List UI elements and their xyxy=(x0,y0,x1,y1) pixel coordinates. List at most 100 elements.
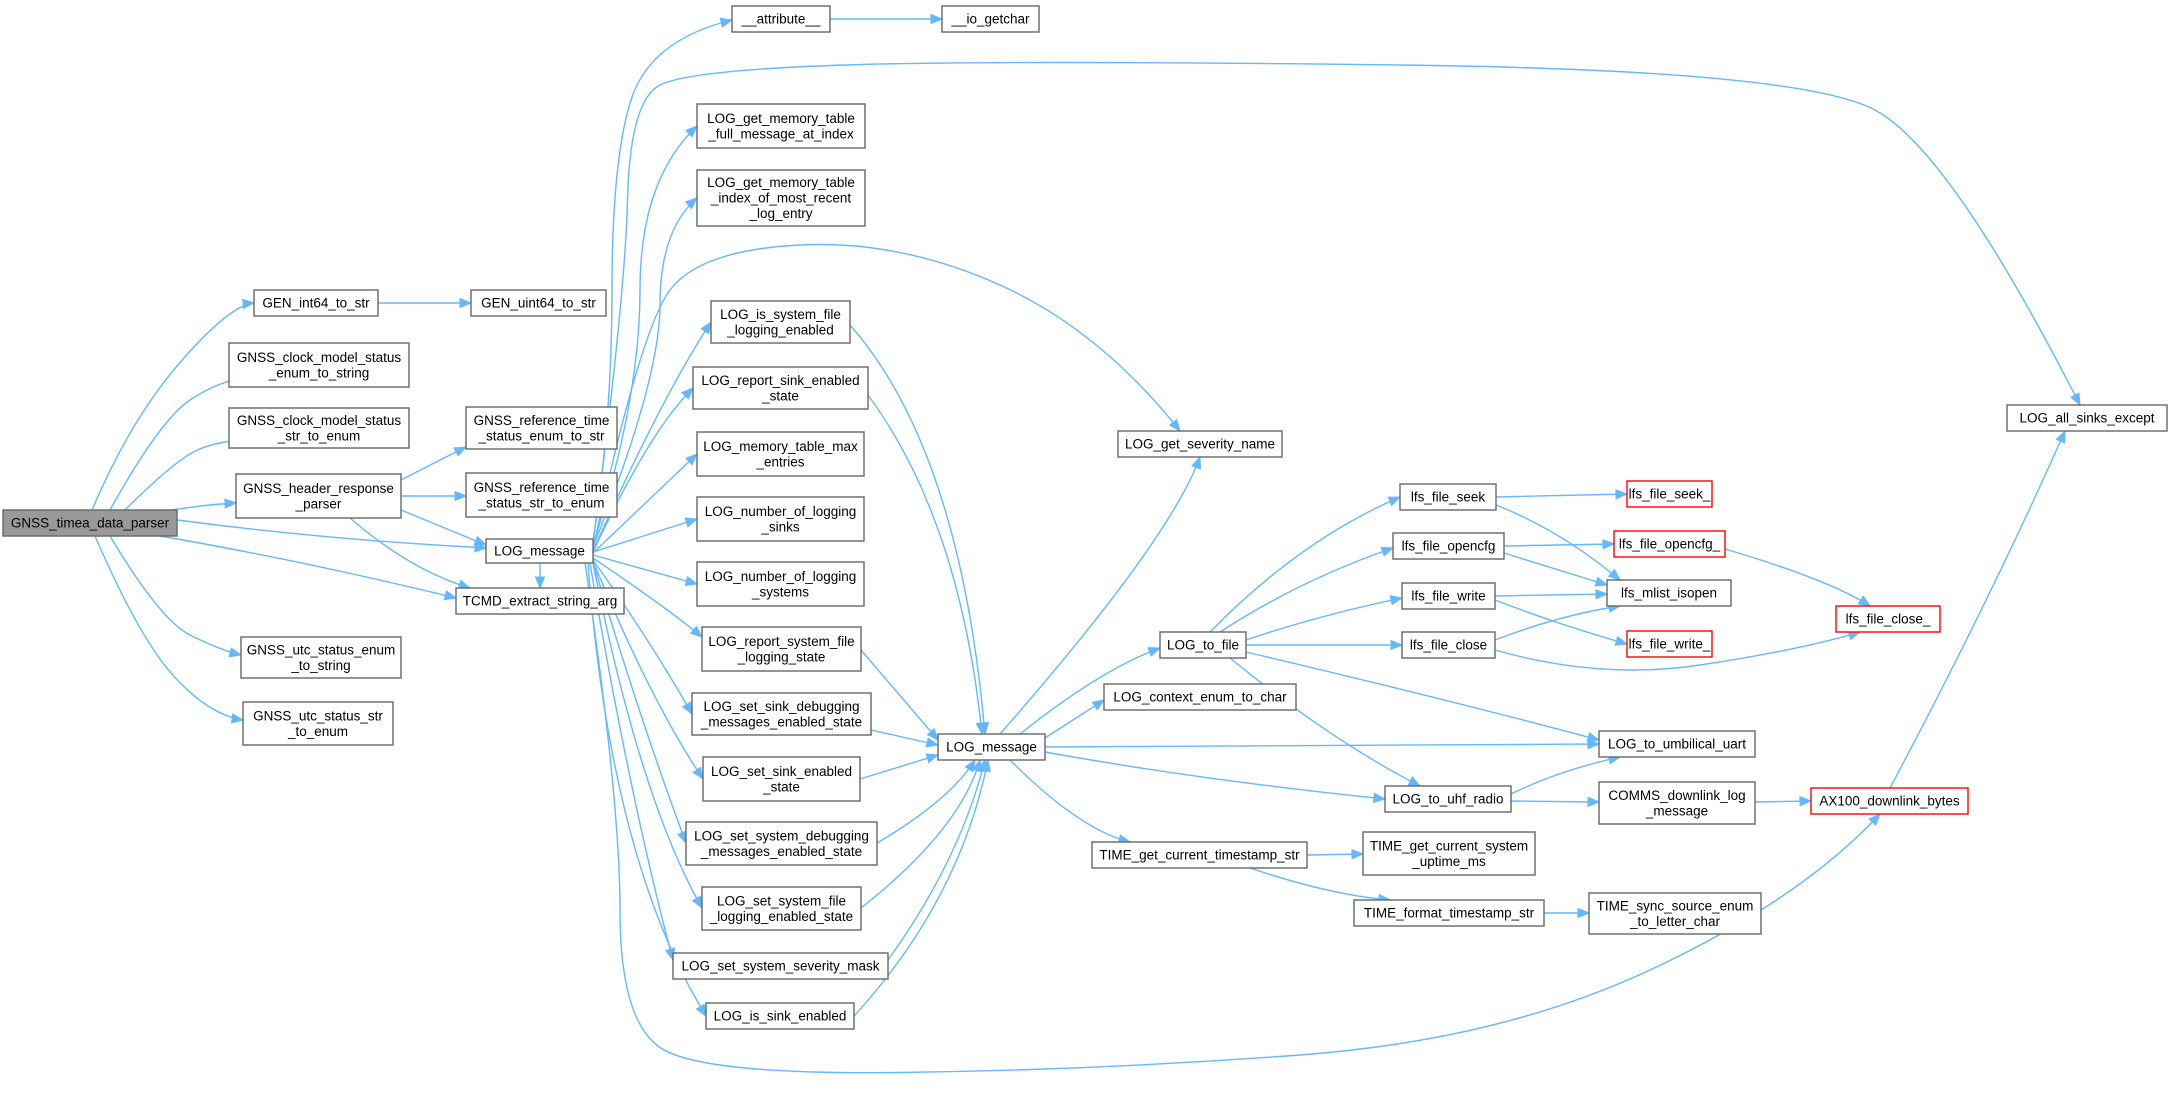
node-num-sinks[interactable]: LOG_number_of_logging_sinks xyxy=(696,496,865,542)
node-log-to-file[interactable]: LOG_to_file xyxy=(1159,631,1247,659)
edge-line xyxy=(1494,631,1861,671)
arrowhead-icon xyxy=(1147,647,1162,657)
node-label: _parser xyxy=(295,496,342,511)
edge-log_to_file-to-umbilical xyxy=(1245,651,1601,743)
edge-set_sys_file-to-log_message_b xyxy=(860,758,982,909)
node-set-sink-enabled[interactable]: LOG_set_sink_enabled_state xyxy=(702,756,861,802)
node-log-message-b[interactable]: LOG_message xyxy=(937,733,1046,761)
node-severity-name[interactable]: LOG_get_severity_name xyxy=(1117,430,1283,458)
edge-is_sys_file-to-log_message_b xyxy=(849,324,990,736)
node-box xyxy=(710,300,851,344)
node-lfs-opencfg-[interactable]: lfs_file_opencfg_ xyxy=(1613,530,1726,558)
node-root[interactable]: GNSS_timea_data_parser xyxy=(2,509,178,537)
arrowhead-icon xyxy=(1390,639,1404,651)
arrowhead-icon xyxy=(719,17,734,28)
node-lfs-write-[interactable]: lfs_file_write_ xyxy=(1626,630,1713,658)
node-umbilical[interactable]: LOG_to_umbilical_uart xyxy=(1598,730,1756,758)
arrowhead-icon xyxy=(1389,595,1404,606)
node-io-getchar[interactable]: __io_getchar xyxy=(941,5,1040,33)
node-mem-full-msg[interactable]: LOG_get_memory_table_full_message_at_ind… xyxy=(696,103,866,149)
edge-log_message_a-to-ax100 xyxy=(584,562,1881,1074)
node-lfs-seek-[interactable]: lfs_file_seek_ xyxy=(1626,480,1713,508)
node-lfs-mlist[interactable]: lfs_mlist_isopen xyxy=(1606,579,1732,607)
node-box xyxy=(1598,781,1756,825)
node-lfs-write[interactable]: lfs_file_write xyxy=(1401,582,1496,610)
arrowhead-icon xyxy=(685,125,698,138)
node-box xyxy=(235,473,402,519)
node-set-sys-debug[interactable]: LOG_set_system_debugging_messages_enable… xyxy=(685,821,878,866)
node-is-sys-file[interactable]: LOG_is_system_file_logging_enabled xyxy=(710,300,851,344)
arrowhead-icon xyxy=(684,575,699,586)
arrowhead-icon xyxy=(443,590,458,601)
node-all-sinks-except[interactable]: LOG_all_sinks_except xyxy=(2006,404,2168,432)
edge-line xyxy=(860,649,939,741)
node-clk-enum-to-string[interactable]: GNSS_clock_model_status_enum_to_string xyxy=(228,342,410,388)
edge-set_sev_mask-to-log_message_b xyxy=(887,758,988,961)
edge-log_to_file-to-uhf xyxy=(1229,657,1422,787)
node-lfs-opencfg[interactable]: lfs_file_opencfg xyxy=(1392,532,1505,560)
node-utc-enum-to-string[interactable]: GNSS_utc_status_enum_to_string xyxy=(240,636,402,679)
node-label: __attribute__ xyxy=(741,12,821,27)
arrowhead-icon xyxy=(685,453,698,466)
node-box xyxy=(1384,785,1512,813)
edge-log_message_a-to-severity_name xyxy=(592,243,1181,550)
edge-line xyxy=(159,535,457,599)
node-label: _index_of_most_recent xyxy=(710,191,852,206)
node-box xyxy=(470,289,607,317)
node-mem-recent[interactable]: LOG_get_memory_table_index_of_most_recen… xyxy=(696,169,866,227)
node-label: GNSS_utc_status_enum xyxy=(247,642,396,657)
node-ref-enum-to-str[interactable]: GNSS_reference_time_status_enum_to_str xyxy=(465,406,618,450)
node-num-systems[interactable]: LOG_number_of_logging_systems xyxy=(696,561,865,607)
edge-log_message_a-to-all_sinks_except xyxy=(592,61,2081,544)
node-gen-int64[interactable]: GEN_int64_to_str xyxy=(253,289,379,317)
node-attribute[interactable]: __attribute__ xyxy=(731,5,831,33)
node-fmt-ts[interactable]: TIME_format_timestamp_str xyxy=(1353,899,1545,927)
node-label: _logging_enabled xyxy=(726,322,834,337)
node-set-sys-file[interactable]: LOG_set_system_file_logging_enabled_stat… xyxy=(701,886,862,931)
node-ref-str-to-enum[interactable]: GNSS_reference_time_status_str_to_enum xyxy=(465,472,618,518)
node-label: _str_to_enum xyxy=(277,428,361,443)
node-uptime[interactable]: TIME_get_current_system_uptime_ms xyxy=(1362,831,1536,876)
node-lfs-close[interactable]: lfs_file_close xyxy=(1401,631,1496,659)
node-utc-str-to-enum[interactable]: GNSS_utc_status_str_to_enum xyxy=(242,701,394,746)
node-tcmd-extract[interactable]: TCMD_extract_string_arg xyxy=(455,587,625,615)
node-log-message-a[interactable]: LOG_message xyxy=(485,538,594,564)
edge-log_message_a-to-mem_full_msg xyxy=(592,125,698,546)
edge-line xyxy=(1494,593,1608,597)
edge-set_sink_debug-to-log_message_b xyxy=(870,729,940,748)
edge-layer xyxy=(91,13,2081,1074)
arrowhead-icon xyxy=(1587,796,1601,808)
edge-line xyxy=(1219,547,1394,633)
node-lfs-seek[interactable]: lfs_file_seek xyxy=(1399,483,1497,511)
node-ts-str[interactable]: TIME_get_current_timestamp_str xyxy=(1091,841,1308,869)
arrowhead-icon xyxy=(689,625,704,638)
arrowhead-icon xyxy=(230,713,245,724)
node-sync-src[interactable]: TIME_sync_source_enum_to_letter_char xyxy=(1588,892,1762,935)
arrowhead-icon xyxy=(980,758,991,773)
arrowhead-icon xyxy=(228,647,243,658)
node-clk-str-to-enum[interactable]: GNSS_clock_model_status_str_to_enum xyxy=(228,407,410,449)
node-uhf[interactable]: LOG_to_uhf_radio xyxy=(1384,785,1512,813)
node-set-sev-mask[interactable]: LOG_set_system_severity_mask xyxy=(672,952,889,980)
node-label: GEN_int64_to_str xyxy=(262,296,370,311)
arrowhead-icon xyxy=(242,298,256,310)
edge-line xyxy=(1494,605,1621,641)
node-ax100[interactable]: AX100_downlink_bytes xyxy=(1810,787,1969,815)
node-report-sys-file[interactable]: LOG_report_system_file_logging_state xyxy=(701,626,862,672)
edge-lfs_opencfg-to-lfs_mlist xyxy=(1503,552,1609,587)
node-box xyxy=(1810,787,1969,815)
node-ctx-to-char[interactable]: LOG_context_enum_to_char xyxy=(1103,683,1297,711)
node-lfs-close-[interactable]: lfs_file_close_ xyxy=(1835,605,1941,633)
node-report-sink[interactable]: LOG_report_sink_enabled_state xyxy=(692,366,869,410)
node-mem-max[interactable]: LOG_memory_table_max_entries xyxy=(696,431,865,477)
edge-set_sink_enabled-to-log_message_b xyxy=(859,753,940,780)
node-comms-dl[interactable]: COMMS_downlink_log_message xyxy=(1598,781,1756,825)
node-gen-uint64[interactable]: GEN_uint64_to_str xyxy=(470,289,607,317)
node-label: _to_enum xyxy=(287,724,348,739)
node-set-sink-debug[interactable]: LOG_set_sink_debugging_messages_enabled_… xyxy=(691,692,872,736)
node-hdr-parser[interactable]: GNSS_header_response_parser xyxy=(235,473,402,519)
arrowhead-icon xyxy=(1387,496,1402,507)
node-label: _systems xyxy=(751,584,809,599)
node-is-sink-enabled[interactable]: LOG_is_sink_enabled xyxy=(705,1002,855,1030)
edge-line xyxy=(1503,543,1615,547)
